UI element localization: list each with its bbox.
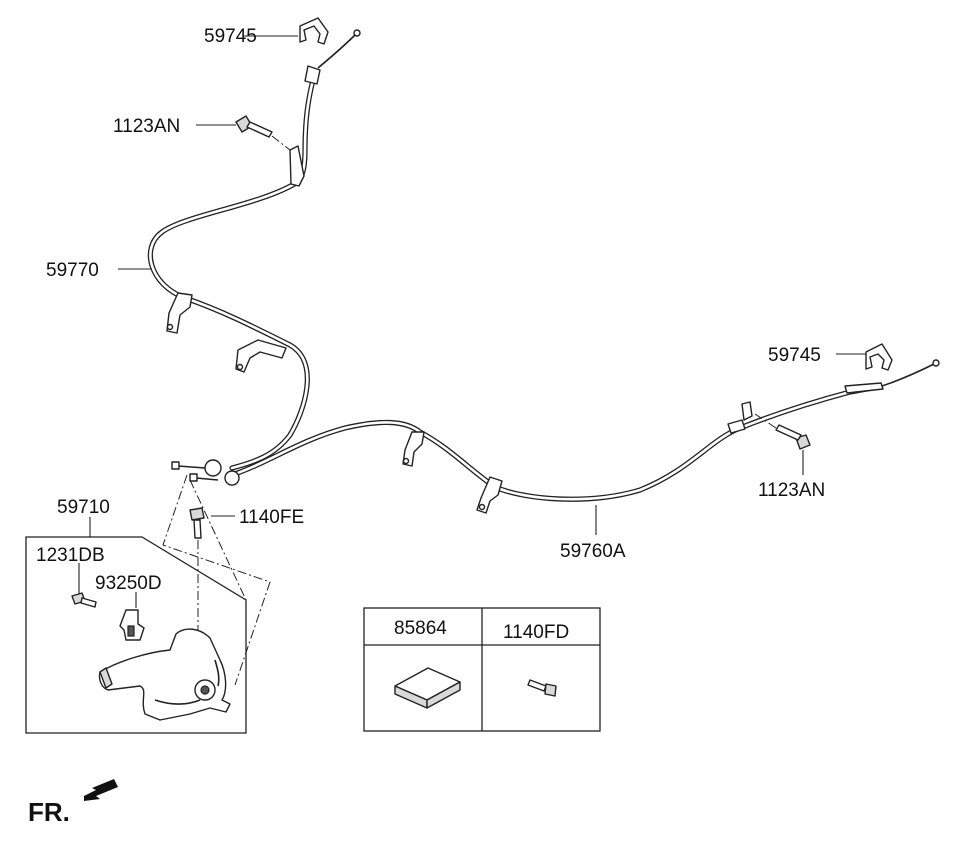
cable-equalizer: [171, 459, 240, 486]
bolt-icon: [754, 413, 811, 450]
bolt-icon: [189, 507, 205, 539]
legend-header-pad: 85864: [394, 618, 447, 639]
clip-icon: [865, 343, 893, 371]
label-switch: 93250D: [95, 573, 162, 594]
label-bolt-right: 1123AN: [758, 480, 825, 501]
legend-table: [363, 607, 601, 732]
legend-header-bolt: 1140FD: [503, 622, 569, 643]
bracket-icon: [166, 145, 305, 373]
parking-brake-lever-icon: [98, 628, 231, 721]
label-lever-assembly: 59710: [57, 497, 110, 518]
lever-assembly-frame: [25, 536, 247, 734]
label-bolt-top: 1123AN: [113, 116, 180, 137]
cable-59760A: [229, 359, 940, 502]
bolt-icon: [527, 679, 557, 697]
arrow-icon: [84, 779, 118, 801]
bolt-icon: [235, 115, 291, 151]
label-clip-top: 59745: [204, 26, 257, 47]
label-clip-right: 59745: [768, 345, 821, 366]
label-bolt-center: 1140FE: [239, 507, 304, 528]
direction-text: FR.: [28, 797, 70, 827]
bolt-icon: [71, 592, 97, 608]
leader-lines: [78, 35, 866, 608]
label-bolt-lever: 1231DB: [36, 545, 105, 566]
cable-59770: [147, 29, 361, 471]
label-cable-left: 59770: [46, 260, 99, 281]
label-cable-right: 59760A: [560, 541, 626, 562]
clip-icon: [299, 17, 329, 45]
bracket-icon: [402, 401, 753, 514]
switch-icon: [119, 609, 145, 641]
pad-icon: [394, 667, 461, 709]
